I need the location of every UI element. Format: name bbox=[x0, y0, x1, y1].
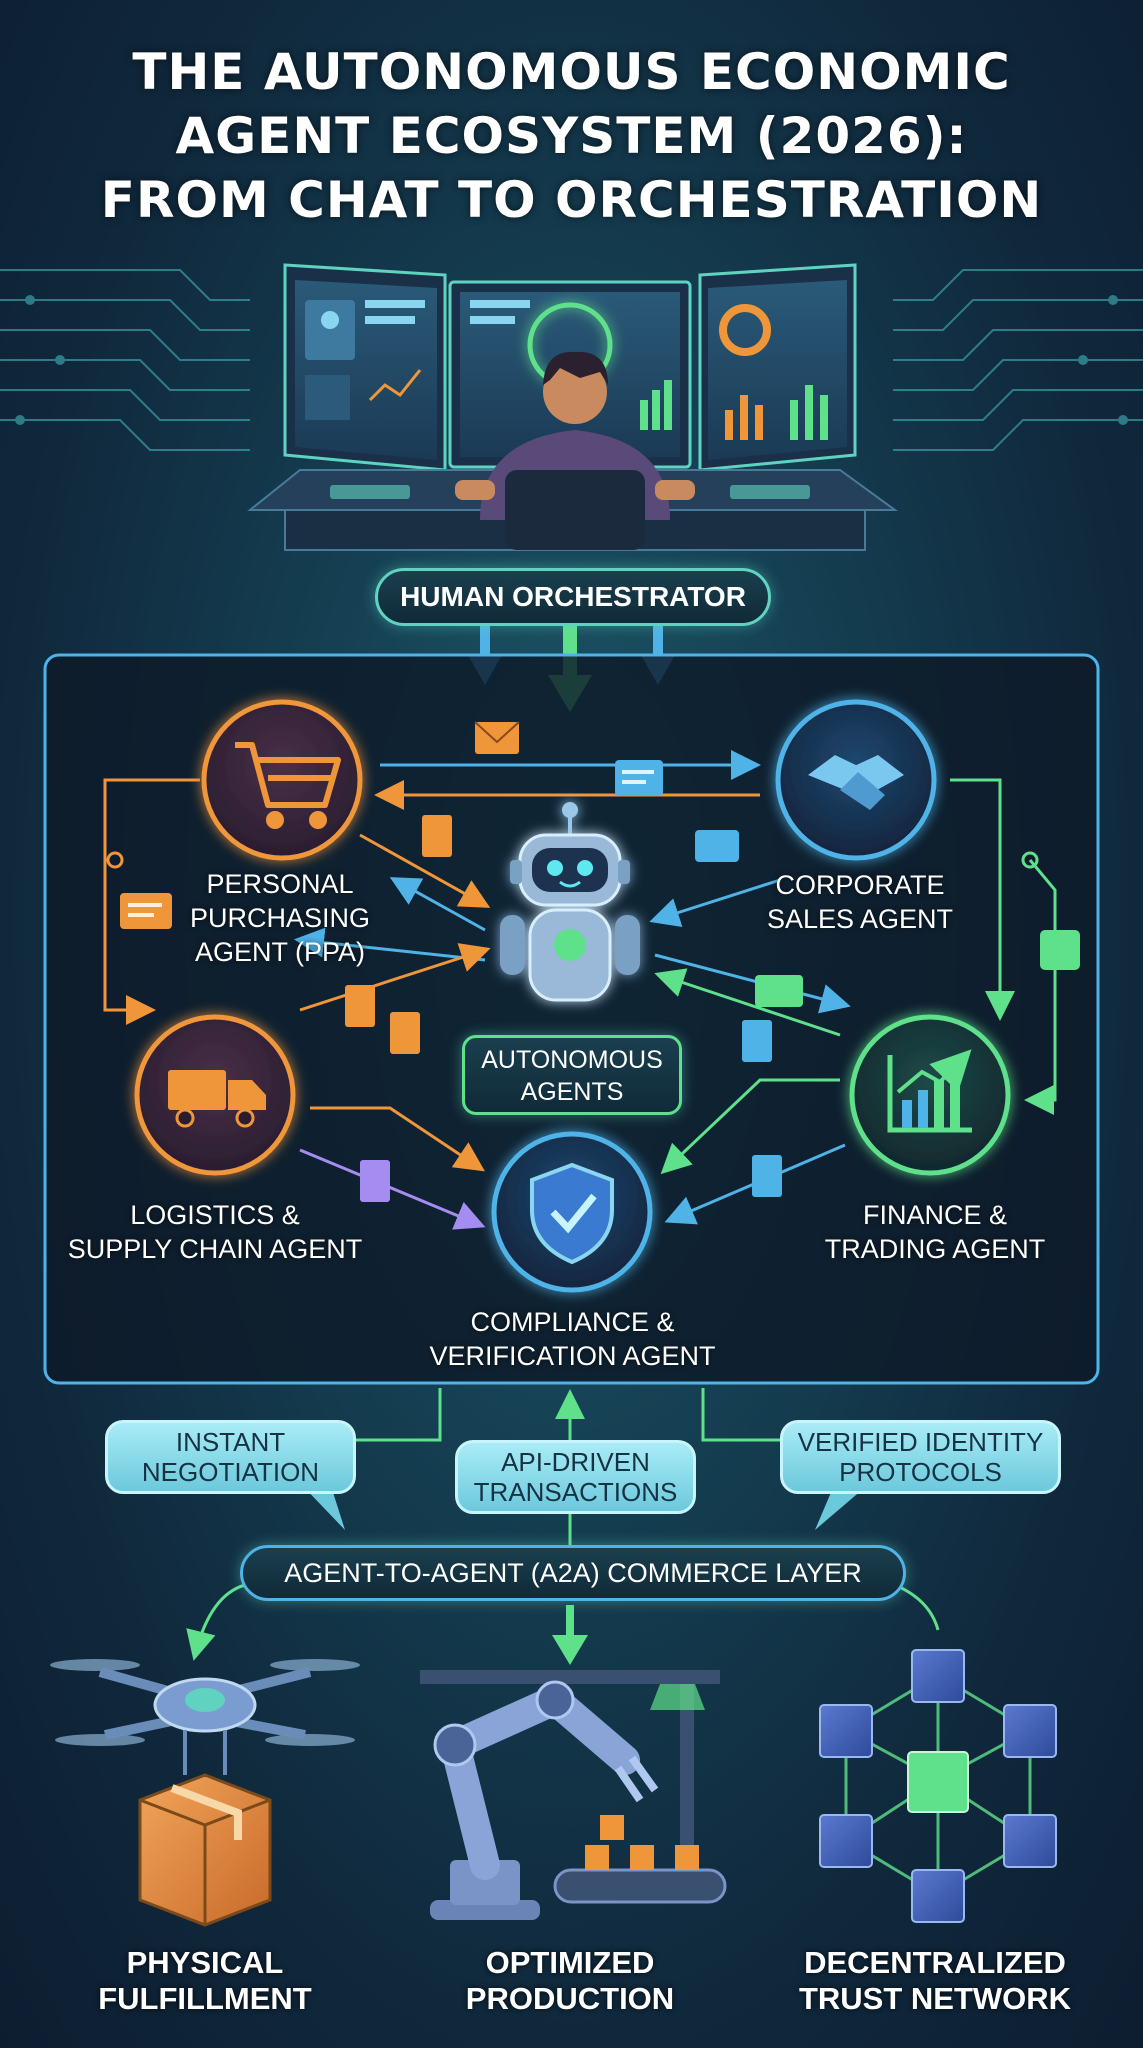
document-icon bbox=[752, 1155, 782, 1197]
ppa-agent-label: PERSONAL PURCHASING AGENT (PPA) bbox=[180, 867, 380, 969]
verified-identity-bubble: VERIFIED IDENTITY PROTOCOLS bbox=[780, 1420, 1061, 1494]
ppa-label-line-1: PERSONAL bbox=[206, 869, 354, 899]
compliance-label-line-2: VERIFICATION AGENT bbox=[429, 1341, 716, 1371]
outcome-3-line-1: DECENTRALIZED bbox=[804, 1945, 1066, 1980]
title-line-3: FROM CHAT TO ORCHESTRATION bbox=[100, 171, 1043, 229]
finance-label-line-2: TRADING AGENT bbox=[824, 1234, 1046, 1264]
title-line-1: THE AUTONOMOUS ECONOMIC bbox=[132, 43, 1011, 101]
api-driven-transactions-bubble: API-DRIVEN TRANSACTIONS bbox=[455, 1440, 696, 1514]
bubble-tail-left bbox=[300, 1483, 345, 1530]
bubble-3-line-2: PROTOCOLS bbox=[839, 1457, 1002, 1487]
logistics-agent-node bbox=[134, 1014, 296, 1176]
finance-agent-node bbox=[849, 1014, 1011, 1176]
document-icon bbox=[345, 985, 375, 1027]
sales-label-line-2: SALES AGENT bbox=[766, 904, 954, 934]
finance-label-line-1: FINANCE & bbox=[862, 1200, 1008, 1230]
a2a-commerce-layer-label: AGENT-TO-AGENT (A2A) COMMERCE LAYER bbox=[240, 1545, 906, 1601]
sales-agent-node bbox=[775, 699, 937, 861]
handshake-icon bbox=[808, 755, 904, 810]
bubble-3-line-1: VERIFIED IDENTITY bbox=[797, 1427, 1044, 1457]
package-box-icon bbox=[138, 1773, 272, 1927]
human-orchestrator-figure bbox=[247, 351, 899, 551]
blockchain-network-icon bbox=[819, 1649, 1057, 1923]
sales-agent-label: CORPORATE SALES AGENT bbox=[760, 868, 960, 936]
monitor-left bbox=[283, 263, 447, 472]
bubble-1-line-1: INSTANT bbox=[175, 1427, 286, 1457]
autonomous-label-line-1: AUTONOMOUS bbox=[481, 1046, 663, 1074]
outcome-2-line-1: OPTIMIZED bbox=[485, 1945, 655, 1980]
bubble-tail-right bbox=[815, 1483, 870, 1530]
circuit-traces-right bbox=[893, 269, 1143, 451]
autonomous-label-line-2: AGENTS bbox=[520, 1078, 624, 1106]
circuit-traces-left bbox=[0, 269, 250, 451]
outcome-1-line-2: FULFILLMENT bbox=[98, 1981, 312, 2016]
document-icon bbox=[742, 1020, 772, 1062]
envelope-icon bbox=[475, 722, 519, 754]
outcome-2-line-2: PRODUCTION bbox=[465, 1981, 675, 2016]
document-icon bbox=[422, 815, 452, 857]
bubble-1-line-2: NEGOTIATION bbox=[141, 1457, 320, 1487]
message-icons bbox=[120, 721, 1080, 1202]
chat-bubble-icon bbox=[755, 975, 803, 1007]
truck-icon bbox=[168, 1070, 266, 1128]
logistics-agent-label: LOGISTICS & SUPPLY CHAIN AGENT bbox=[55, 1198, 375, 1266]
drone-icon bbox=[50, 1659, 360, 1775]
instant-negotiation-bubble: INSTANT NEGOTIATION bbox=[105, 1420, 356, 1494]
shopping-cart-icon bbox=[235, 742, 341, 829]
autonomous-agents-label: AUTONOMOUS AGENTS bbox=[462, 1035, 682, 1115]
conveyor-belt-icon bbox=[553, 1815, 727, 1904]
logistics-label-line-2: SUPPLY CHAIN AGENT bbox=[67, 1234, 363, 1264]
ppa-agent-node bbox=[201, 699, 363, 861]
logistics-label-line-1: LOGISTICS & bbox=[130, 1200, 300, 1230]
page-title: THE AUTONOMOUS ECONOMIC AGENT ECOSYSTEM … bbox=[0, 40, 1143, 232]
optimized-production-label: OPTIMIZED PRODUCTION bbox=[460, 1945, 680, 2017]
chat-message-icon bbox=[615, 760, 663, 796]
monitor-right bbox=[698, 263, 857, 472]
finance-agent-label: FINANCE & TRADING AGENT bbox=[815, 1198, 1055, 1266]
chat-bubble-icon bbox=[120, 893, 172, 929]
compliance-agent-label: COMPLIANCE & VERIFICATION AGENT bbox=[420, 1305, 725, 1373]
rising-chart-icon bbox=[887, 1049, 972, 1133]
ppa-label-line-2: PURCHASING bbox=[189, 903, 371, 933]
outcome-3-line-2: TRUST NETWORK bbox=[798, 1981, 1072, 2016]
document-icon bbox=[390, 1012, 420, 1054]
decentralized-trust-label: DECENTRALIZED TRUST NETWORK bbox=[790, 1945, 1080, 2017]
bubble-2-line-1: API-DRIVEN bbox=[501, 1447, 650, 1477]
robotic-arm-icon bbox=[420, 1670, 720, 1920]
compliance-label-line-1: COMPLIANCE & bbox=[470, 1307, 675, 1337]
sales-label-line-1: CORPORATE bbox=[775, 870, 945, 900]
robot-agent-icon bbox=[500, 802, 640, 1002]
chat-bubble-icon bbox=[695, 830, 739, 862]
title-line-2: AGENT ECOSYSTEM (2026): bbox=[175, 107, 968, 165]
bubble-2-line-2: TRANSACTIONS bbox=[473, 1477, 678, 1507]
human-orchestrator-label: HUMAN ORCHESTRATOR bbox=[375, 568, 771, 626]
compliance-agent-node bbox=[491, 1131, 653, 1293]
ppa-label-line-3: AGENT (PPA) bbox=[194, 937, 366, 967]
data-chip-icon bbox=[1040, 930, 1080, 970]
outcome-1-line-1: PHYSICAL bbox=[126, 1945, 284, 1980]
physical-fulfillment-label: PHYSICAL FULFILLMENT bbox=[95, 1945, 315, 2017]
shield-check-icon bbox=[530, 1162, 614, 1265]
document-icon bbox=[360, 1160, 390, 1202]
